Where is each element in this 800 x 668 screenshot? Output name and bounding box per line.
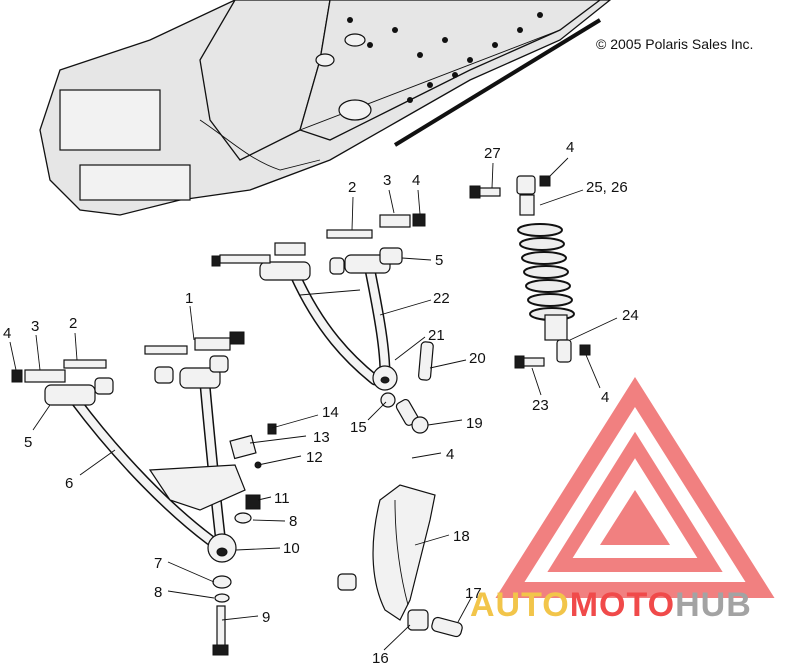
callout-14: 14 bbox=[322, 404, 339, 421]
callout-2: 2 bbox=[69, 315, 77, 332]
callout-27: 27 bbox=[484, 145, 501, 162]
callout-10: 10 bbox=[283, 540, 300, 557]
callout-20: 20 bbox=[469, 350, 486, 367]
callout-18: 18 bbox=[453, 528, 470, 545]
callout-5: 5 bbox=[435, 252, 443, 269]
callout-22: 22 bbox=[433, 290, 450, 307]
callout-23: 23 bbox=[532, 397, 549, 414]
lower-hardware bbox=[11, 331, 277, 656]
callout-2: 2 bbox=[348, 179, 356, 196]
callout-labels: 27 4 25, 26 2 3 4 5 22 24 1 4 3 2 21 20 … bbox=[3, 139, 639, 667]
callout-4: 4 bbox=[601, 389, 609, 406]
watermark-moto: MOTO bbox=[570, 586, 675, 624]
callout-1: 1 bbox=[185, 290, 193, 307]
callout-12: 12 bbox=[306, 449, 323, 466]
callout-9: 9 bbox=[262, 609, 270, 626]
callout-7: 7 bbox=[154, 555, 162, 572]
watermark-logo-icon bbox=[495, 377, 775, 598]
callout-3: 3 bbox=[383, 172, 391, 189]
watermark-hub: HUB bbox=[675, 586, 752, 624]
spindle bbox=[337, 484, 463, 638]
callout-4: 4 bbox=[446, 446, 454, 463]
shock-absorber bbox=[469, 175, 591, 369]
callout-8: 8 bbox=[289, 513, 297, 530]
callout-4: 4 bbox=[3, 325, 11, 342]
lower-a-arm bbox=[44, 367, 246, 563]
callout-16: 16 bbox=[372, 650, 389, 667]
callout-11: 11 bbox=[274, 490, 290, 507]
callout-5: 5 bbox=[24, 434, 32, 451]
callout-4: 4 bbox=[566, 139, 574, 156]
callout-19: 19 bbox=[466, 415, 483, 432]
callout-17: 17 bbox=[465, 585, 482, 602]
callout-3: 3 bbox=[31, 318, 39, 335]
leader-lines bbox=[9, 157, 618, 651]
copyright-text: © 2005 Polaris Sales Inc. bbox=[596, 36, 753, 52]
callout-24: 24 bbox=[622, 307, 639, 324]
callout-8: 8 bbox=[154, 584, 162, 601]
callout-15: 15 bbox=[350, 419, 367, 436]
upper-hardware bbox=[211, 213, 426, 275]
callout-21: 21 bbox=[428, 327, 445, 344]
callout-13: 13 bbox=[313, 429, 330, 446]
chassis-frame bbox=[39, 0, 612, 216]
callout-25-26: 25, 26 bbox=[586, 179, 628, 196]
callout-4: 4 bbox=[412, 172, 420, 189]
watermark-auto: AUTO bbox=[470, 586, 570, 624]
watermark-text: AUTOMOTOHUB bbox=[470, 586, 752, 624]
callout-6: 6 bbox=[65, 475, 73, 492]
upper-a-arm bbox=[259, 254, 398, 391]
